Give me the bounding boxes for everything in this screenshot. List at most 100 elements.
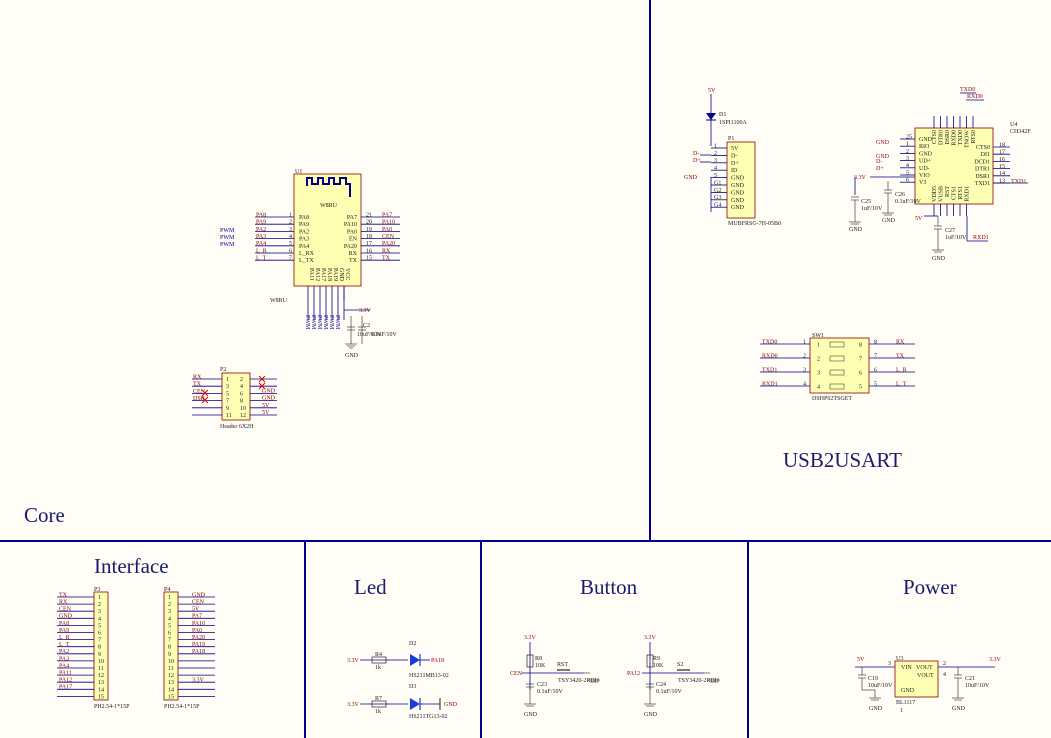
sw1-pin-num: 8 [859, 343, 862, 349]
d1-vcc: 5V [708, 88, 716, 94]
sw1-right-net: L_T [896, 381, 907, 387]
section-title-button: Button [580, 575, 638, 599]
connector-pin-num: 7 [168, 638, 171, 644]
p1-pin-num: 1 [714, 143, 717, 149]
u4-net-rxd1: RXD1 [973, 235, 989, 241]
b1-vcc: 3.3V [524, 635, 537, 641]
sw1-pin-num: 5 [874, 381, 877, 387]
p1-pin-num: G1 [714, 180, 721, 186]
u1-pin-num: 7 [289, 256, 292, 262]
u1-pin-name: PA0 [347, 229, 357, 235]
section-title-usb2usart: USB2USART [783, 448, 902, 472]
connector-pin-num: 12 [168, 673, 174, 679]
d2-part: HS211MB13-02 [409, 673, 449, 679]
sw1-left-net: RXD1 [762, 381, 778, 387]
p1-pin-num: G4 [714, 203, 721, 209]
u4-top-pin-name: RXD0 [952, 130, 958, 146]
c26-value: 0.1uF/10V [895, 199, 922, 205]
p2-pin-num: 6 [240, 391, 243, 397]
power-regulator[interactable]: 5V 3 U3 VIN VOUT VOUT GND BL1117 2 4 3.3… [855, 656, 1002, 714]
p1-gnd: GND [684, 175, 698, 181]
u1-right-net: PA20 [382, 241, 395, 247]
u4-pin-num: 13 [999, 178, 1005, 184]
section-title-interface: Interface [94, 554, 169, 578]
u3-part: BL1117 [896, 700, 915, 706]
sw1-pin-num: 7 [874, 353, 877, 359]
p1-pin-num: 3 [714, 158, 717, 164]
u1-bottom-pin-name: PA19 [332, 268, 338, 281]
u1-pin-num: 1 [289, 212, 292, 218]
u1-bottom-pin-name: PA18 [326, 268, 332, 281]
p1-pin-name: GND [731, 176, 745, 182]
section-title-led: Led [354, 575, 387, 599]
u1-bottom-net: PWM [334, 315, 340, 330]
u1-left-net: L_T [256, 256, 267, 262]
connector-net: PA4 [59, 663, 69, 669]
p2-pin-num: 1 [226, 377, 229, 383]
c23-value: 0.1uF/10V [537, 689, 564, 695]
u1-pin-name: PA7 [347, 215, 357, 221]
sw1-pin-num: 3 [803, 367, 806, 373]
led-d3[interactable]: 3.3V R7 1k D3 GND HS211TG13-02 [347, 684, 458, 720]
p2-pin-num: 7 [226, 399, 229, 405]
no-connect-icon [258, 382, 266, 390]
u1-bottom-pin-name: PA12 [314, 268, 320, 281]
reset-button-circuit[interactable]: 3.3V R8 10K CEN RST TSY3420-2RDH C23 0.1… [510, 635, 600, 718]
connector-pin-num: 2 [168, 602, 171, 608]
connector-net: L_T [59, 642, 70, 648]
connector-net: TX [59, 592, 68, 598]
connector-net: GND [59, 614, 73, 620]
u1-right-net: RX [382, 248, 391, 254]
power-pin-gnd: 1 [900, 708, 903, 714]
connector-net: PA9 [59, 628, 69, 634]
connector-pin-num: 10 [98, 659, 104, 665]
p2-right-net: GND [262, 396, 276, 402]
u1-bottom-net: PWM [316, 315, 322, 330]
led-d2[interactable]: 3.3V R4 1k D2 PA18 HS211MB13-02 [347, 641, 449, 679]
connector-pin-num: 13 [168, 680, 174, 686]
s2-button-circuit[interactable]: 3.3V R9 10K PA12 S2 TSY3420-2RDH C24 0.1… [627, 635, 720, 718]
p2-left-net: TX [193, 382, 202, 388]
connector-net: RX [59, 600, 68, 606]
d1-diode[interactable]: 5V D1 1SPI1100A [706, 88, 747, 146]
u1-pin-name: PA8 [299, 215, 309, 221]
u4-bottom-pin-name: RXD1 [965, 186, 971, 202]
sw1-pin-num: 4 [803, 381, 806, 387]
r9-ref: R9 [653, 656, 660, 662]
connector-pin-num: 8 [168, 645, 171, 651]
no-connect-icon [258, 375, 266, 383]
u4-top-pin-name: DSR0 [945, 130, 951, 145]
c19-ref: C19 [868, 676, 878, 682]
connector-pin-num: 10 [168, 659, 174, 665]
sw1-pin-num: 1 [803, 339, 806, 345]
sw1-pin-num: 2 [817, 357, 820, 363]
no-connect-icon [201, 389, 209, 397]
p3-connector[interactable]: P3 1TX2RX3CEN4GND5PA86PA97L_R8L_T9PA210P… [57, 587, 130, 710]
p2-pin-num: 3 [226, 384, 229, 390]
c24-value: 0.1uF/10V [656, 689, 683, 695]
u3-vout-pin: VOUT [916, 665, 933, 671]
p1-pin-name: 5V [731, 146, 739, 152]
connector-pin-num: 11 [98, 666, 104, 672]
u1-pin-name: PA3 [299, 237, 309, 243]
u1-bottom-pin-name: PA17 [320, 268, 326, 281]
d2-net: PA18 [431, 658, 444, 664]
u1-pin-num: 16 [366, 248, 372, 254]
u1-bottom-net: PWM [304, 315, 310, 330]
p2-pin-num: 10 [240, 406, 246, 412]
p4-part: PH2.54-1*15P [164, 704, 200, 710]
p1-pin-name: ID [731, 168, 738, 174]
u4-top-pin-name: TXD0 [958, 130, 964, 145]
sw1-left-net: TXD1 [762, 367, 777, 373]
p2-pin-num: 8 [240, 399, 243, 405]
sw1-pin-num: 4 [817, 385, 820, 391]
